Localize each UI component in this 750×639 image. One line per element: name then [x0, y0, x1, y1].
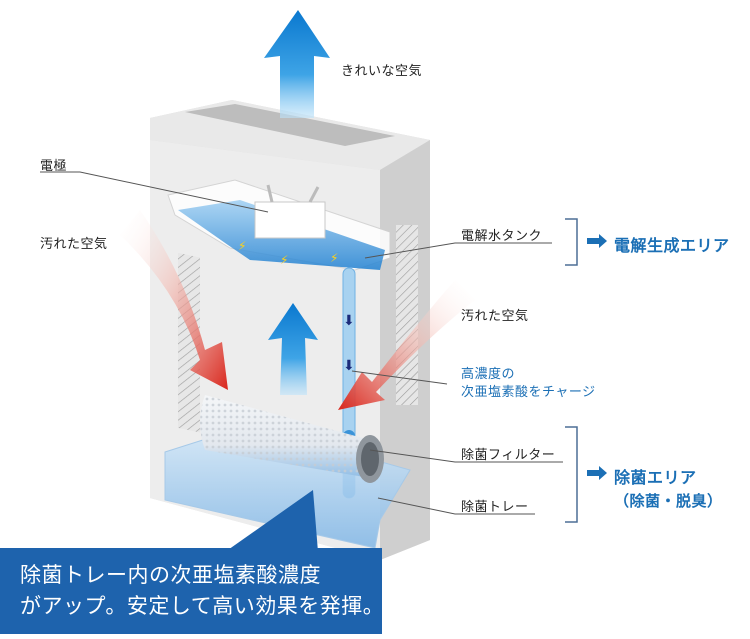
right-arrow-icon [587, 466, 607, 480]
label-filter: 除菌フィルター [461, 448, 556, 463]
sterilization-filter [200, 395, 384, 483]
top-outlet-grille [185, 104, 395, 146]
label-charge-line1: 高濃度の [461, 367, 516, 382]
label-clean-air: きれいな空気 [341, 64, 423, 79]
label-tank: 電解水タンク [461, 229, 543, 244]
label-tray: 除菌トレー [461, 500, 529, 515]
clean-air-arrow-inner [268, 303, 318, 395]
bracket-lines [565, 218, 578, 523]
dirty-air-arrow-left [120, 210, 228, 390]
label-dirty-air-right: 汚れた空気 [461, 309, 529, 324]
area-sterilization-label: 除菌エリア [614, 468, 697, 487]
dirty-air-arrow-right [338, 280, 475, 410]
spark-icon: ⚡ [238, 239, 246, 253]
area-sterilization-sub: （除菌・脱臭） [614, 492, 723, 510]
down-arrow-icon: ⬇ [343, 313, 355, 329]
right-arrow-icon [587, 234, 607, 248]
callout-line1: 除菌トレー内の次亜塩素酸濃度 [20, 563, 321, 587]
leader-lines [40, 171, 563, 515]
area-electrolysis: 電解生成エリア [614, 232, 730, 256]
callout-line2: がアップ。安定して高い効果を発揮。 [20, 594, 385, 618]
clean-air-arrow-top [264, 10, 330, 118]
spark-icon: ⚡ [330, 251, 338, 265]
area-electrolysis-label: 電解生成エリア [614, 236, 730, 255]
callout-box: 除菌トレー内の次亜塩素酸濃度 がアップ。安定して高い効果を発揮。 [0, 548, 385, 634]
area-sterilization: 除菌エリア （除菌・脱臭） [614, 464, 723, 511]
label-charge-line2: 次亜塩素酸をチャージ [461, 385, 596, 400]
callout-pointer [225, 490, 318, 552]
down-arrow-icon: ⬇ [343, 358, 355, 374]
area-arrows [587, 234, 607, 480]
electrode-plate [254, 201, 326, 239]
spark-icon: ⚡ [280, 253, 288, 267]
label-dirty-air-left: 汚れた空気 [40, 237, 108, 252]
label-electrode: 電極 [40, 159, 68, 174]
